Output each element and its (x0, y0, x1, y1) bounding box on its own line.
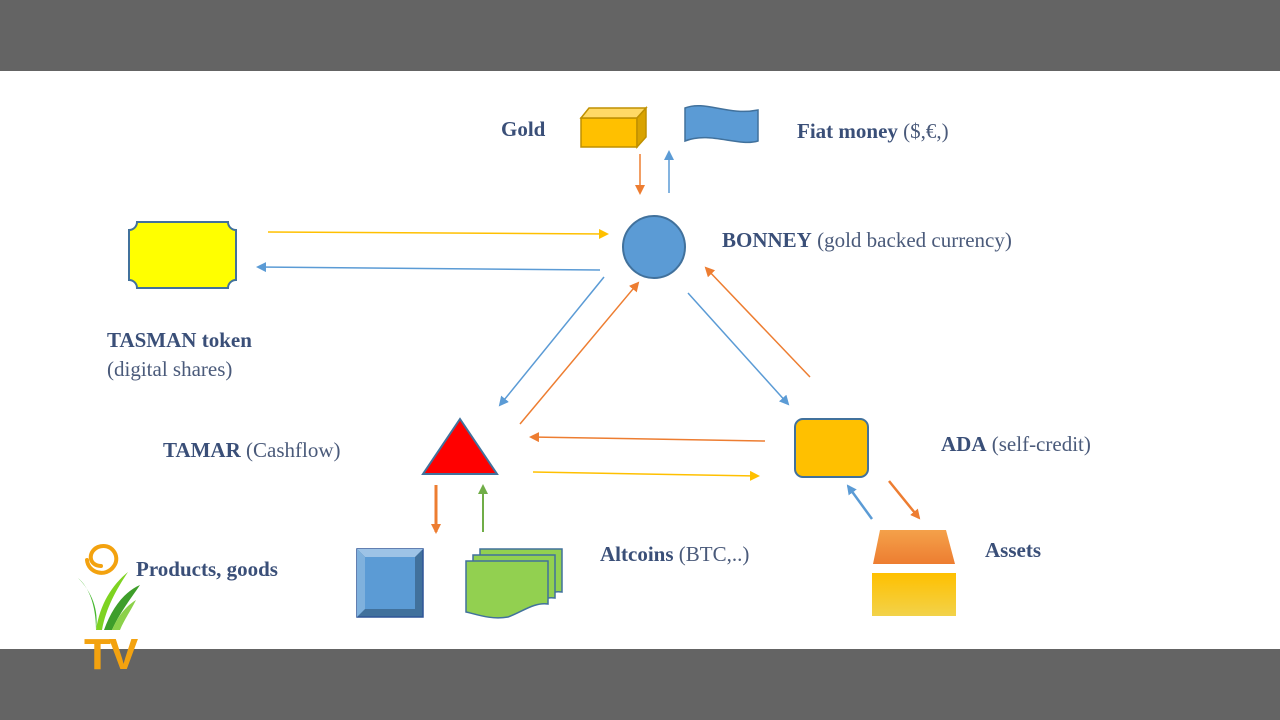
altcoins-icon (465, 548, 563, 619)
bonney-circle (622, 215, 686, 279)
bonney-to-tasman-arrow (256, 262, 601, 273)
products-goods-label: Products, goods (136, 557, 278, 581)
tamar-label: TAMAR (Cashflow) (163, 438, 341, 462)
ada-to-assets-arrow (888, 480, 921, 520)
bonney-label: BONNEY (gold backed currency) (722, 228, 1012, 252)
bonney-to-ada-arrow (687, 292, 790, 406)
bottom-letterbox-bar (0, 649, 1280, 720)
assets-to-ada-arrow (846, 484, 874, 520)
ada-to-tamar-arrow (529, 432, 766, 443)
products-goods-icon (356, 548, 424, 618)
tasman-to-bonney-arrow (267, 228, 609, 239)
channel-logo-text: TV (84, 630, 138, 679)
tasman-token-desc: (digital shares) (107, 357, 233, 381)
altcoins-label: Altcoins (BTC,..) (600, 542, 750, 566)
bonney-to-tamar-arrow (498, 276, 605, 407)
assets-label: Assets (985, 538, 1041, 562)
channel-logo-icon (78, 543, 140, 630)
assets-icon (872, 530, 956, 616)
gold-label: Gold (501, 117, 546, 141)
tasman-token-shape (128, 221, 237, 289)
gold-bar-icon (579, 106, 648, 149)
top-letterbox-bar (0, 0, 1280, 71)
tamar-to-bonney-arrow (519, 281, 640, 425)
tamar-to-ada-arrow (532, 470, 760, 481)
tamar-triangle (421, 417, 499, 475)
ada-square (794, 418, 869, 478)
fiat-money-icon (684, 104, 759, 144)
tasman-token-name: TASMAN token (107, 328, 252, 352)
fiat-money-label: Fiat money ($,€,) (797, 119, 949, 143)
ada-label: ADA (self-credit) (941, 432, 1091, 456)
ada-to-bonney-arrow (704, 266, 811, 378)
